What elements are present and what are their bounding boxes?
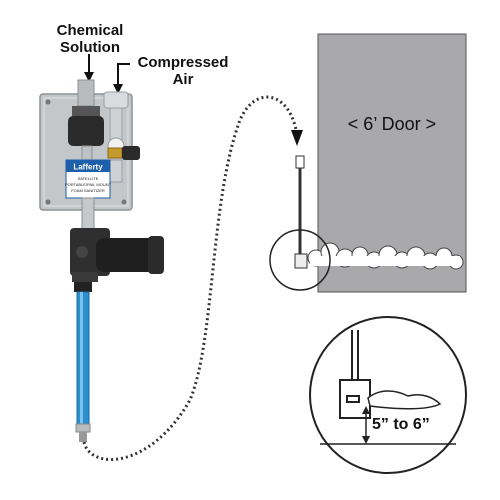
brand-name: Lafferty — [73, 163, 103, 172]
plumbing — [68, 79, 140, 183]
chemical-solution-label: Chemical Solution — [40, 22, 140, 56]
drop-pipe — [81, 197, 95, 231]
wall-foamer-small — [294, 155, 308, 269]
chemical-label-line-1: Chemical — [56, 22, 124, 39]
plate-line-2: PORTABLE/PAIL MOUNT — [65, 182, 112, 187]
chemical-arrow — [84, 54, 94, 82]
air-arrow — [113, 63, 130, 94]
chemical-label-line-2: Solution — [60, 39, 120, 56]
plate-line-1: SATELLITE — [78, 176, 99, 181]
compressed-air-label: Compressed Air — [128, 54, 238, 88]
plate-line-3: FOAM SANITIZER — [71, 188, 105, 193]
air-label-line-2: Air — [172, 71, 194, 88]
door-label: < 6’ Door > — [347, 114, 437, 134]
foamer-head — [70, 228, 164, 282]
blue-wand — [74, 282, 92, 442]
brand-plate: Lafferty SATELLITE PORTABLE/PAIL MOUNT F… — [65, 159, 112, 199]
detail-callout-large — [309, 316, 467, 474]
air-label-line-1: Compressed — [137, 54, 229, 71]
foam-small — [307, 242, 464, 270]
height-label: 5” to 6” — [372, 416, 430, 433]
hose-arrow-head — [291, 130, 303, 146]
detail-callout-small — [269, 229, 331, 291]
